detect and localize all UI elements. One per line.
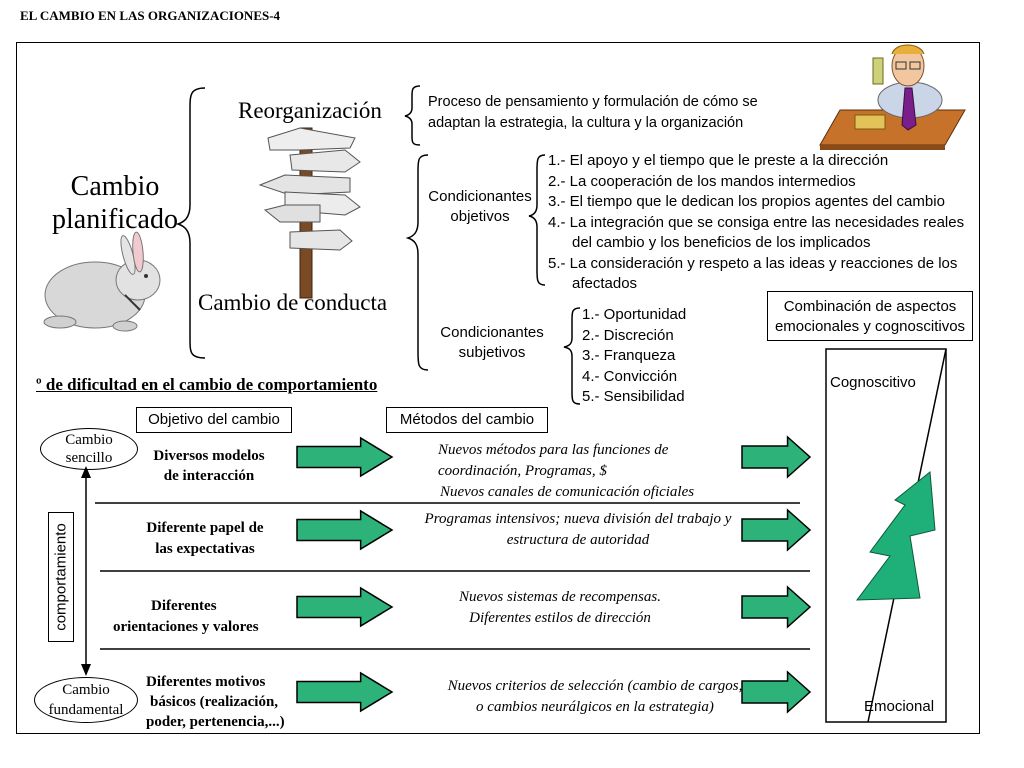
subjetivos-label-line1: Condicionantes bbox=[440, 324, 544, 341]
subjetivos-item: 2.- Discreción bbox=[582, 326, 674, 344]
row-2-met-line2: estructura de autoridad bbox=[506, 532, 650, 548]
objetivos-label-line2: objetivos bbox=[450, 208, 510, 225]
objetivos-label-line1: Condicionantes bbox=[428, 188, 532, 205]
diagram-frame bbox=[16, 42, 980, 734]
combinacion-line2: emocionales y cognoscitivos bbox=[774, 318, 966, 335]
row-3-met-line2: Diferentes estilos de dirección bbox=[469, 610, 651, 626]
row-2-obj-line1: Diferente papel de bbox=[146, 520, 264, 536]
metodos-header: Métodos del cambio bbox=[386, 407, 548, 433]
sencillo-line1: Cambio bbox=[65, 432, 113, 448]
condicionantes-objetivos-label: Condicionantes objetivos bbox=[425, 187, 535, 227]
objetivos-item: 3.- El tiempo que le dedican los propios… bbox=[548, 193, 945, 210]
cambio-conducta-label: Cambio de conducta bbox=[198, 290, 388, 315]
row-4-obj-line3: poder, pertenencia,...) bbox=[146, 714, 285, 730]
cognoscitivo-label: Cognoscitivo bbox=[830, 374, 916, 391]
reorg-brace bbox=[404, 85, 421, 146]
objetivos-item: 1.- El apoyo y el tiempo que le preste a… bbox=[548, 152, 889, 169]
cambio-planificado-line2: planificado bbox=[52, 204, 178, 235]
difficulty-axis-arrow bbox=[81, 466, 91, 676]
objetivos-item: 5.- La consideración y respeto a las ide… bbox=[548, 254, 958, 272]
row-3-obj-line2: orientaciones y valores bbox=[113, 619, 259, 635]
row-2-right-arrow bbox=[741, 508, 812, 552]
row-1-metodos: Nuevos métodos para las funciones de coo… bbox=[418, 440, 728, 503]
subjetivos-item: 4.- Convicción bbox=[582, 367, 678, 385]
rabbit-image bbox=[43, 231, 161, 332]
row-2-metodos: Programas intensivos; nueva división del… bbox=[398, 509, 758, 551]
row-3-left-arrow bbox=[296, 586, 394, 628]
dificultad-heading: º de dificultad en el cambio de comporta… bbox=[36, 375, 378, 394]
objetivos-item: 4.- La integración que se consiga entre … bbox=[548, 213, 965, 231]
objetivos-list: 1.- El apoyo y el tiempo que le preste a… bbox=[548, 151, 964, 295]
objetivos-item: 2.- La cooperación de los mandos interme… bbox=[548, 172, 856, 190]
row-1-met-line2: coordinación, Programas, $ bbox=[438, 463, 607, 479]
row-1-met-line1: Nuevos métodos para las funciones de bbox=[438, 442, 669, 458]
row-4-right-arrow bbox=[741, 670, 812, 714]
cambio-planificado-line1: Cambio bbox=[70, 171, 160, 202]
row-1-obj-line2: de interacción bbox=[163, 468, 255, 484]
row-4-metodos: Nuevos criterios de selección (cambio de… bbox=[410, 676, 780, 718]
row-3-metodos: Nuevos sistemas de recompensas. Diferent… bbox=[410, 587, 710, 629]
comportamiento-label: comportamiento bbox=[52, 523, 70, 631]
subjetivos-item: 3.- Franqueza bbox=[582, 347, 676, 364]
reorganizacion-label: Reorganización bbox=[238, 98, 382, 123]
row-4-obj-line1: Diferentes motivos bbox=[146, 674, 266, 690]
lightning-bolt bbox=[855, 471, 936, 601]
row-3-right-arrow bbox=[741, 585, 812, 629]
objetivo-header: Objetivo del cambio bbox=[136, 407, 292, 433]
subjetivos-item: 5.- Sensibilidad bbox=[582, 388, 685, 405]
row-2-left-arrow bbox=[296, 509, 394, 551]
row-4-met-line1: Nuevos criterios de selección (cambio de… bbox=[447, 678, 743, 694]
cambio-sencillo-ellipse: Cambio sencillo bbox=[40, 428, 138, 470]
row-1-obj-line1: Diversos modelos bbox=[153, 448, 265, 464]
row-4-left-arrow bbox=[296, 671, 394, 713]
row-4-objetivo: Diferentes motivos básicos (realización,… bbox=[146, 672, 326, 732]
fundamental-line2: fundamental bbox=[48, 702, 124, 718]
row-3-objetivo: Diferentes orientaciones y valores bbox=[113, 596, 303, 638]
row-4-obj-line2: básicos (realización, bbox=[150, 694, 279, 710]
comportamiento-box: comportamiento bbox=[48, 512, 74, 642]
page-title: EL CAMBIO EN LAS ORGANIZACIONES-4 bbox=[20, 8, 281, 23]
row-3-met-line1: Nuevos sistemas de recompensas. bbox=[459, 589, 661, 605]
objetivos-item: del cambio y los beneficios de los impli… bbox=[572, 234, 871, 251]
subjetivos-list: 1.- Oportunidad 2.- Discreción 3.- Franq… bbox=[582, 305, 686, 408]
subjetivos-item: 1.- Oportunidad bbox=[582, 306, 687, 323]
row-3-obj-line1: Diferentes bbox=[151, 598, 217, 614]
emocional-label: Emocional bbox=[864, 698, 935, 715]
row-2-met-line1: Programas intensivos; nueva división del… bbox=[424, 511, 732, 527]
sencillo-line2: sencillo bbox=[65, 450, 113, 466]
fundamental-line1: Cambio bbox=[62, 682, 110, 698]
condicionantes-brace bbox=[405, 154, 429, 371]
combinacion-box: Combinación de aspectos emocionales y co… bbox=[767, 291, 973, 341]
row-1-objetivo: Diversos modelos de interacción bbox=[134, 446, 284, 486]
row-4-met-line2: o cambios neurálgicos en la estrategia) bbox=[476, 699, 714, 715]
cambio-planificado-label: Cambio planificado bbox=[40, 170, 190, 236]
objetivos-item: afectados bbox=[572, 275, 638, 292]
row-1-met-line3: Nuevos canales de comunicación oficiales bbox=[440, 484, 695, 500]
combinacion-line1: Combinación de aspectos bbox=[783, 298, 957, 315]
row-2-obj-line2: las expectativas bbox=[155, 541, 255, 557]
condicionantes-subjetivos-label: Condicionantes subjetivos bbox=[436, 323, 548, 363]
reorg-desc-line1: Proceso de pensamiento y formulación de … bbox=[428, 94, 758, 110]
cambio-fundamental-ellipse: Cambio fundamental bbox=[34, 677, 138, 723]
reorganizacion-description: Proceso de pensamiento y formulación de … bbox=[428, 92, 758, 134]
reorg-desc-line2: adaptan la estrategia, la cultura y la o… bbox=[428, 115, 744, 131]
main-brace bbox=[175, 87, 206, 359]
signpost-image bbox=[258, 127, 361, 299]
objetivos-brace bbox=[528, 154, 546, 286]
subjetivos-brace bbox=[563, 307, 581, 405]
row-1-left-arrow bbox=[296, 436, 394, 478]
row-2-objetivo: Diferente papel de las expectativas bbox=[130, 518, 280, 560]
row-1-right-arrow bbox=[741, 435, 812, 479]
subjetivos-label-line2: subjetivos bbox=[458, 344, 526, 361]
businessman-image bbox=[819, 44, 966, 150]
